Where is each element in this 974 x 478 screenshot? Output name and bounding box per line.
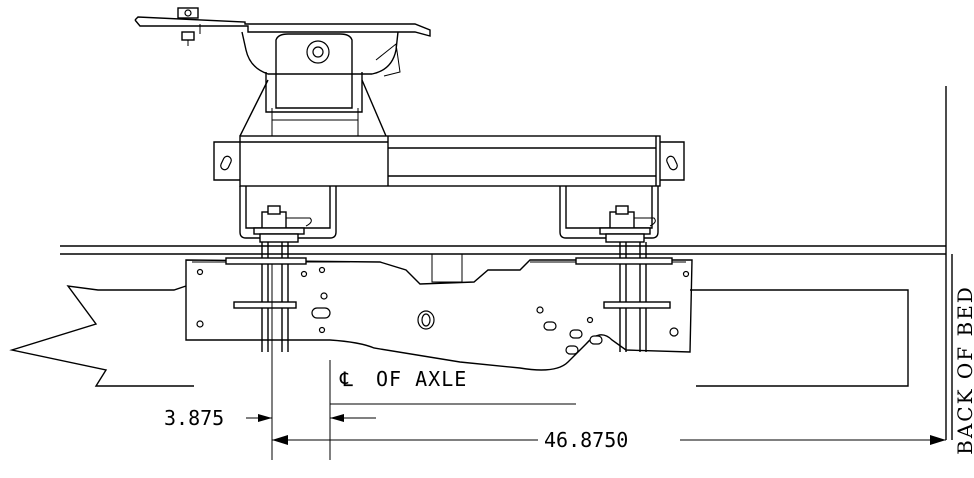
centerline-text: OF AXLE <box>376 367 467 391</box>
top-bolt-nut <box>181 31 195 41</box>
dimension-overall-text: 46.8750 <box>544 428 628 452</box>
dimension-offset: 3.875 <box>164 264 273 460</box>
axle-centerline: ℄ OF AXLE <box>329 360 576 460</box>
right-pin-assembly <box>599 205 656 243</box>
dimension-offset-text: 3.875 <box>164 406 224 430</box>
frame-rail <box>9 285 909 387</box>
left-frame-bolts <box>225 242 307 352</box>
right-frame-bolts <box>575 242 673 352</box>
cross-beam <box>213 135 685 187</box>
top-skid-plate <box>134 7 431 46</box>
centerline-symbol: ℄ <box>339 367 353 391</box>
truck-bed-floor <box>60 245 946 255</box>
back-of-bed-label: BACK OF BED <box>953 285 974 455</box>
left-pin-assembly <box>253 205 312 243</box>
dimension-overall: 46.8750 <box>272 428 946 452</box>
hitch-head <box>239 31 401 137</box>
back-of-bed-reference: BACK OF BED <box>945 86 974 455</box>
